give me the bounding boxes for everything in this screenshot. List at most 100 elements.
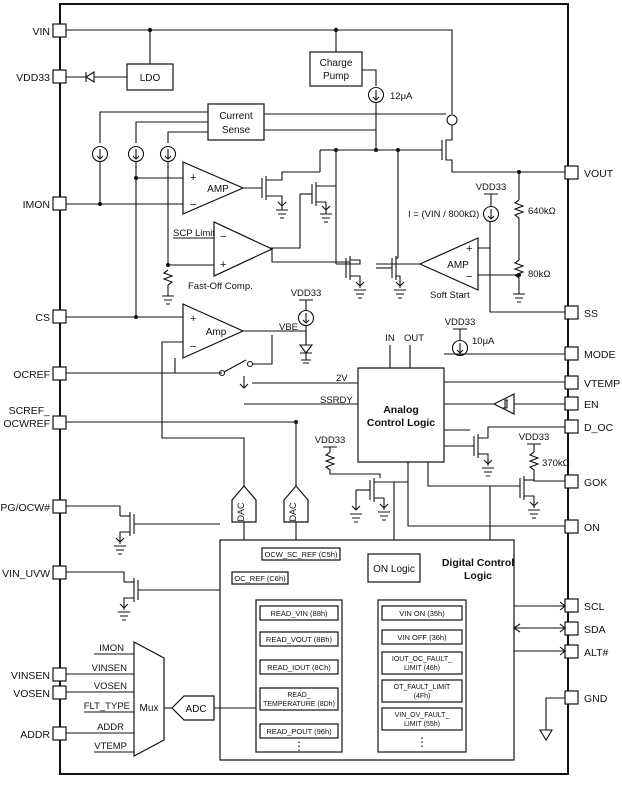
scref-wires [66, 420, 298, 486]
pin-imon: IMON [23, 196, 67, 211]
svg-text:OCW_SC_REF (C5h): OCW_SC_REF (C5h) [265, 550, 338, 559]
svg-text:VIN_UVW: VIN_UVW [2, 568, 50, 580]
amp-cs: Amp + − VBE [66, 303, 307, 486]
pin-on: ON [564, 519, 600, 534]
on-pullup-fet: VDD33 [315, 435, 408, 554]
pin-pg-ocw: PG/OCW# [0, 499, 67, 514]
svg-text:VBE: VBE [279, 322, 298, 333]
svg-text:I = (VIN / 800kΩ): I = (VIN / 800kΩ) [408, 209, 479, 220]
charge-pump-block: Charge Pump 12μA [309, 51, 413, 150]
svg-text:VIN_OV_FAULT_: VIN_OV_FAULT_ [395, 712, 450, 719]
svg-text:Analog: Analog [383, 404, 419, 416]
svg-text:Sense: Sense [222, 125, 251, 136]
svg-text:Control Logic: Control Logic [367, 417, 435, 429]
pin-vinsen: VINSEN [11, 667, 67, 682]
svg-text:AMP: AMP [447, 260, 469, 271]
pin-addr: ADDR [20, 726, 67, 741]
register-vin-ov-fault-limit: VIN_OV_FAULT_ LIMIT (55h) [381, 707, 463, 731]
svg-text:370kΩ: 370kΩ [542, 458, 570, 469]
gok-fet: VDD33 370kΩ [519, 432, 570, 519]
fet-mid [336, 256, 406, 299]
svg-text:OCREF: OCREF [13, 369, 50, 381]
read-ellipsis: ⋮ [293, 739, 305, 753]
pin-scl: SCL [564, 598, 605, 613]
pin-vin: VIN [32, 23, 67, 38]
svg-text:DAC: DAC [288, 502, 298, 522]
pin-mode: MODE [564, 346, 616, 361]
register-vin-on: VIN ON (35h) [381, 605, 463, 621]
svg-text:SCREF_: SCREF_ [9, 405, 51, 417]
current-sense-block: Current Sense [99, 103, 458, 143]
svg-text:Logic: Logic [464, 570, 492, 582]
svg-text:ON: ON [584, 522, 600, 534]
limit-registers-group: VIN ON (35h) VIN OFF (36h) IOUT_OC_FAULT… [377, 599, 467, 753]
svg-text:DAC: DAC [236, 502, 246, 522]
register-read-vout: READ_VOUT (8Bh) [259, 631, 339, 647]
vin-uvw-fet [66, 571, 220, 621]
svg-text:VTEMP: VTEMP [94, 741, 127, 752]
svg-text:2V: 2V [336, 373, 348, 384]
svg-text:−: − [190, 199, 196, 211]
svg-text:VIN: VIN [32, 26, 50, 38]
svg-text:Fast-Off Comp.: Fast-Off Comp. [188, 281, 253, 292]
mux-inputs: IMON VINSEN VOSEN FLT_TYPE ADDR VTEMP [66, 643, 134, 753]
pin-d-oc: D_OC [564, 419, 614, 434]
mux-block: Mux [133, 641, 172, 757]
amp-top: AMP + − [182, 161, 262, 215]
svg-text:READ_: READ_ [287, 692, 310, 699]
svg-text:LIMIT (55h): LIMIT (55h) [404, 721, 440, 728]
svg-text:+: + [190, 172, 196, 184]
pg-ocw-fet [66, 505, 220, 555]
d-oc-fet [473, 426, 565, 477]
ocw-sc-ref-register: OCW_SC_REF (C5h) [261, 547, 341, 561]
svg-text:READ_IOUT (8Ch): READ_IOUT (8Ch) [267, 663, 331, 672]
svg-text:VINSEN: VINSEN [11, 670, 50, 682]
svg-text:80kΩ: 80kΩ [528, 269, 550, 280]
pin-cs: CS [35, 309, 67, 324]
svg-text:CS: CS [35, 312, 50, 324]
pin-vout: VOUT [564, 165, 614, 180]
svg-text:(4Fh): (4Fh) [414, 693, 431, 700]
register-read-temperature: READ_ TEMPERATURE (8Dh) [259, 687, 339, 711]
pass-fet [334, 125, 565, 264]
svg-text:IMON: IMON [99, 643, 124, 654]
register-read-pout: READ_POUT (96h) [259, 723, 339, 739]
svg-text:VDD33: VDD33 [476, 182, 507, 193]
pin-en: EN [564, 396, 599, 411]
svg-text:VDD33: VDD33 [16, 72, 50, 84]
svg-text:LDO: LDO [140, 73, 161, 84]
en-schmitt-buffer [492, 393, 565, 415]
pin-alt: ALT# [564, 644, 608, 659]
svg-text:VDD33: VDD33 [519, 432, 550, 443]
svg-text:640kΩ: 640kΩ [528, 206, 556, 217]
svg-text:ADC: ADC [185, 704, 206, 715]
svg-text:GOK: GOK [584, 477, 607, 489]
svg-text:IOUT_OC_FAULT_: IOUT_OC_FAULT_ [392, 656, 452, 663]
register-iout-oc-fault-limit: IOUT_OC_FAULT_ LIMIT (46h) [381, 651, 463, 675]
pin-gok: GOK [564, 474, 607, 489]
svg-text:PG/OCW#: PG/OCW# [0, 502, 50, 514]
vin-current-source: VDD33 I = (VIN / 800kΩ) [408, 182, 507, 223]
svg-text:+: + [220, 259, 226, 271]
svg-text:SS: SS [584, 308, 598, 320]
svg-text:OT_FAULT_LIMIT: OT_FAULT_LIMIT [394, 684, 451, 691]
svg-text:OUT: OUT [404, 333, 424, 344]
register-read-iout: READ_IOUT (8Ch) [259, 659, 339, 675]
svg-text:VDD33: VDD33 [315, 435, 346, 446]
pin-ss: SS [564, 305, 598, 320]
svg-text:IN: IN [385, 333, 395, 344]
pin-vosen: VOSEN [13, 685, 67, 700]
svg-text:SCL: SCL [584, 601, 605, 613]
svg-text:VDD33: VDD33 [291, 288, 322, 299]
svg-text:FLT_TYPE: FLT_TYPE [84, 701, 130, 712]
svg-text:VINSEN: VINSEN [92, 663, 128, 674]
svg-text:VTEMP: VTEMP [584, 378, 620, 390]
svg-text:READ_POUT (96h): READ_POUT (96h) [266, 727, 332, 736]
svg-text:ON Logic: ON Logic [373, 564, 415, 575]
sense-current-sources [66, 145, 183, 318]
pin-sda: SDA [564, 621, 606, 636]
dac-ocw: DAC [283, 485, 309, 548]
vout-divider: 640kΩ 80kΩ [513, 170, 556, 303]
